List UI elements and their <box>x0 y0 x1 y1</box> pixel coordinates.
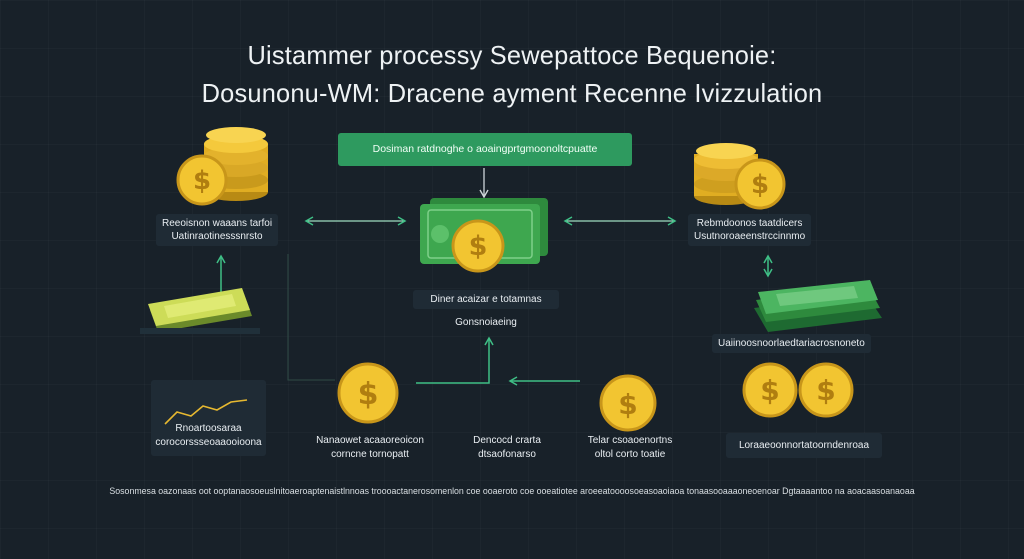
svg-text:$: $ <box>358 377 379 412</box>
process-banner: Dosiman ratdnoghe o aoaingprtgmoonoltcpu… <box>338 133 632 166</box>
right-top-label-line2: Usutnoroaeenstrccinnmo <box>694 231 806 242</box>
svg-text:$: $ <box>193 166 211 196</box>
svg-text:$: $ <box>760 374 779 407</box>
coin-icon: $ <box>337 362 399 424</box>
center-node-title: Diner acaizar e totamnas <box>413 290 559 309</box>
footer-text: Sosonmesa oazonaas oot ooptanaosoeuslnit… <box>109 486 915 496</box>
trend-panel-line2: corocorssseoaaooioona <box>155 437 262 448</box>
bottom-caption-2: Dencocd crarta dtsaofonarso <box>452 434 562 462</box>
right-top-label: Rebmdoonos taatdicers Usutnoroaeenstrcci… <box>688 214 812 246</box>
trend-line-icon <box>164 399 248 425</box>
banknote-stack-icon <box>754 280 882 332</box>
bottom-caption-3: Telar csoaoenortns oltol corto toatie <box>566 434 694 462</box>
diagram-title-line1: Uistammer processy Sewepattoce Bequenoie… <box>247 40 777 70</box>
left-top-label: Reeoisnon waaans tarfoi Uatinraotinesssn… <box>156 214 279 246</box>
right-top-label-line1: Rebmdoonos taatdicers <box>696 218 803 229</box>
bottom-caption-3-line2: oltol corto toatie <box>594 449 666 460</box>
left-top-label-line1: Reeoisnon waaans tarfoi <box>162 218 273 229</box>
coin-stack-icon-right: $ <box>694 143 786 210</box>
two-coins-icon: $ $ <box>742 362 854 418</box>
bottom-caption-1-line2: corncne tornopatt <box>331 449 409 460</box>
coin-icon: $ <box>599 374 657 432</box>
diagram-title-line2: Dosunonu-WM: Dracene ayment Recenne Iviz… <box>201 78 823 108</box>
arrow-up-center <box>416 336 494 384</box>
svg-text:$: $ <box>469 231 488 262</box>
bottom-caption-2-line2: dtsaofonarso <box>478 449 536 460</box>
svg-text:$: $ <box>816 374 835 407</box>
bottom-caption-1: Nanaowet acaaoreoicon corncne tornopatt <box>300 434 440 462</box>
trend-panel-line1: Rnoartoosaraa <box>175 423 242 434</box>
coin-stack-icon: $ <box>176 127 268 206</box>
center-node-subtitle: Gonsnoiaeing <box>455 317 517 328</box>
left-top-label-line2: Uatinraotinesssnrsto <box>171 231 263 242</box>
connector-faint-left <box>287 254 335 381</box>
bottom-caption-2-line1: Dencocd crarta <box>473 435 541 446</box>
trend-panel: Rnoartoosaraa corocorssseoaaooioona <box>151 380 266 456</box>
bottom-caption-1-line1: Nanaowet acaaoreoicon <box>316 435 424 446</box>
svg-text:$: $ <box>751 170 769 200</box>
svg-text:$: $ <box>618 388 637 421</box>
right-mid-label: Uaiinoosnoorlaedtariacrosnoneto <box>712 334 871 353</box>
bottom-caption-3-line1: Telar csoaoenortns <box>587 435 673 446</box>
banknotes-icon <box>140 288 260 334</box>
cash-coin-icon: $ <box>420 198 548 273</box>
right-bottom-label: Loraaeoonnortatoorndenroaa <box>726 433 882 458</box>
